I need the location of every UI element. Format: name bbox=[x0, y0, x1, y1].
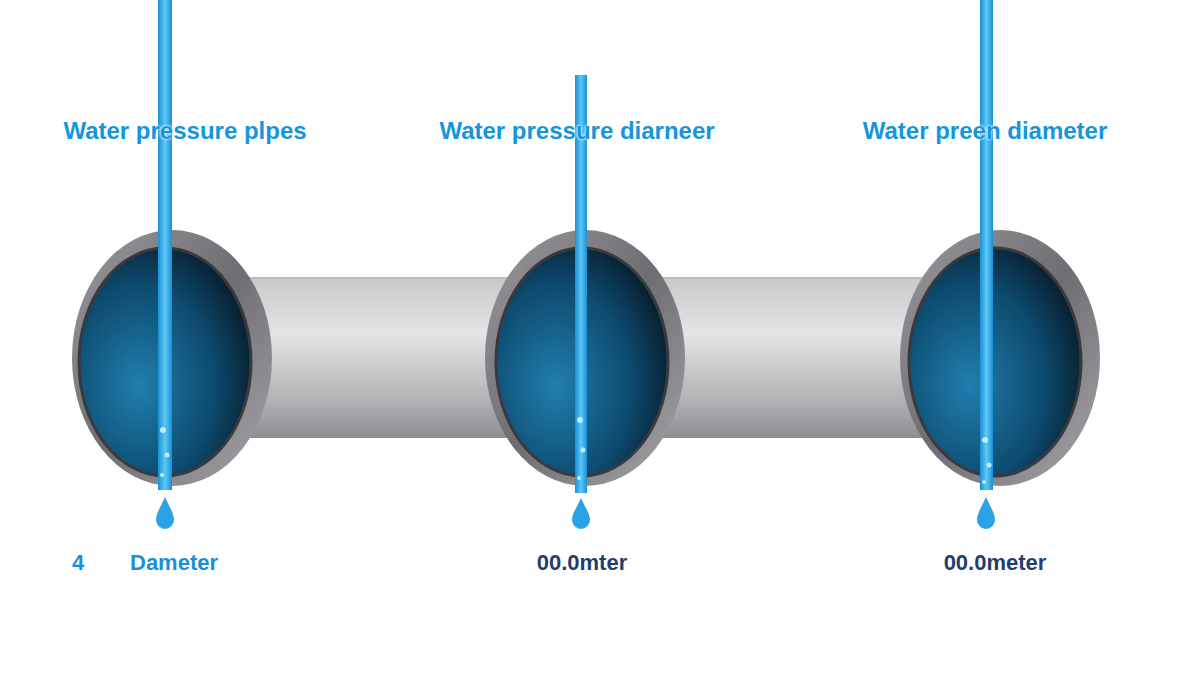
heading-label: Water pressure diarneer bbox=[439, 117, 714, 145]
heading-label: Water pressure plpes bbox=[63, 117, 306, 145]
water-stream bbox=[156, 0, 174, 529]
heading-label: Water preen diameter bbox=[863, 117, 1108, 145]
dimension-label: 00.0meter bbox=[944, 550, 1047, 576]
callout-number: 4 bbox=[72, 550, 84, 576]
dimension-label: Dameter bbox=[130, 550, 218, 576]
pipe-opening bbox=[900, 230, 1100, 486]
water-stream bbox=[977, 0, 995, 529]
dimension-label: 00.0mter bbox=[537, 550, 628, 576]
